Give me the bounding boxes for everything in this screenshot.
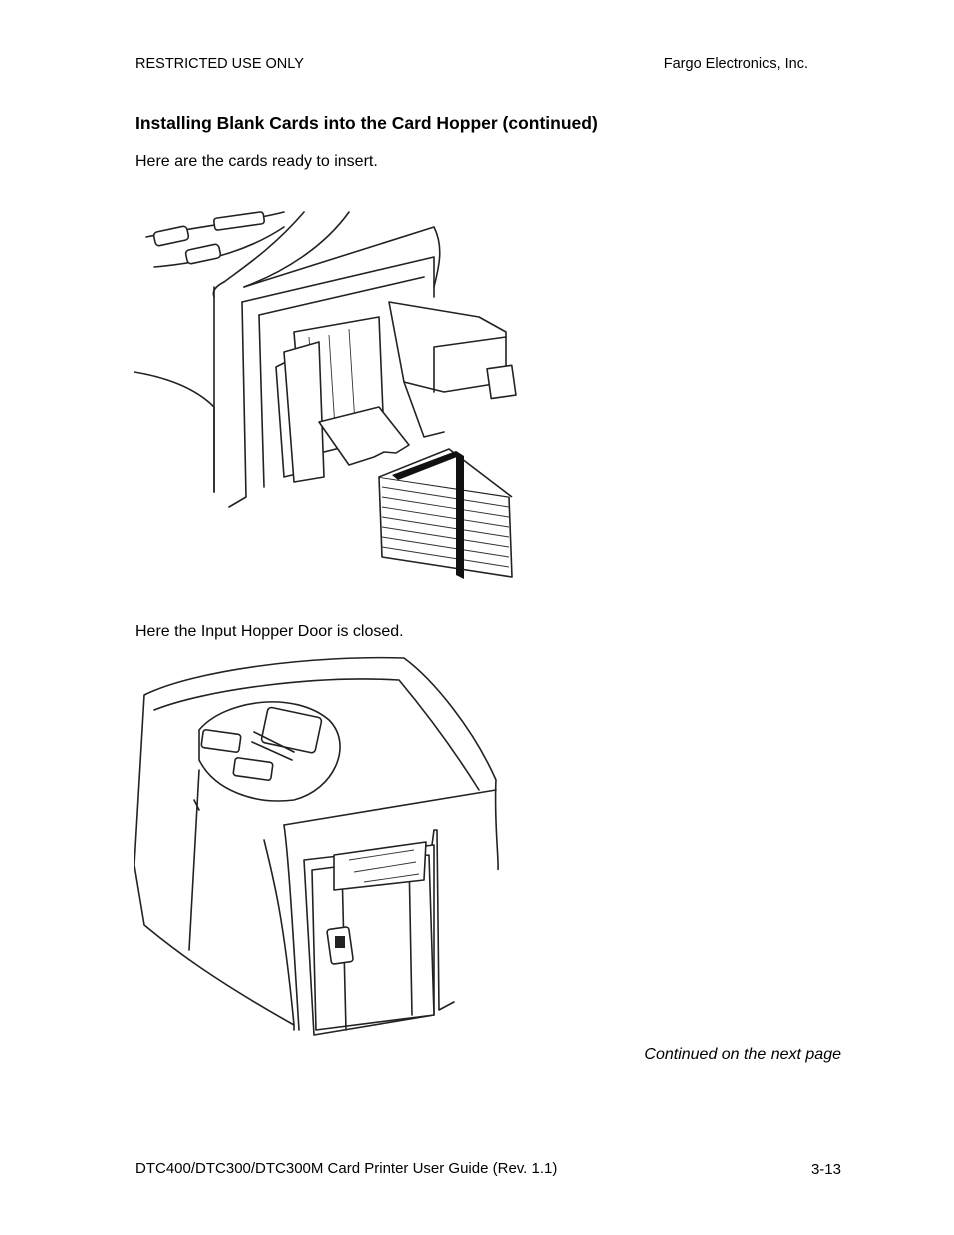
paragraph-door-closed: Here the Input Hopper Door is closed. xyxy=(135,623,404,640)
header-left: RESTRICTED USE ONLY xyxy=(135,56,304,72)
header-right: Fargo Electronics, Inc. xyxy=(663,56,808,72)
printer-closed-door-illustration xyxy=(134,656,499,1036)
paragraph-cards-ready: Here are the cards ready to insert. xyxy=(135,153,378,170)
footer-page-number: 3-13 xyxy=(810,1161,841,1178)
printer-hopper-cards-illustration xyxy=(134,211,517,579)
footer-guide-title: DTC400/DTC300/DTC300M Card Printer User … xyxy=(135,1160,558,1177)
section-title: Installing Blank Cards into the Card Hop… xyxy=(135,113,598,133)
button-shape xyxy=(152,225,190,247)
continued-note: Continued on the next page xyxy=(644,1046,841,1063)
